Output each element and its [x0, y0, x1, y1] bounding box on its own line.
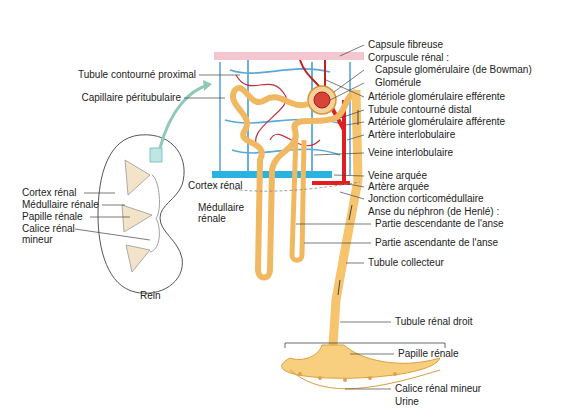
label: Veine interlobulaire — [368, 147, 453, 158]
zoom-marker — [150, 148, 162, 162]
label: Anse du néphron (de Henlé) : — [368, 206, 499, 217]
kidney-outline — [98, 135, 184, 293]
region-label: Médullaire rénale — [198, 202, 248, 224]
nephron-tubule — [233, 88, 356, 278]
label: Papille rénale — [398, 348, 459, 359]
leader-lines — [75, 45, 394, 389]
label: Corpuscule rénal : — [368, 52, 449, 63]
fibrous-capsule — [214, 52, 364, 60]
label: Artériole glomérulaire afférente — [368, 116, 505, 127]
label: Capsule fibreuse — [368, 39, 443, 50]
label: Capillaire péritubulaire — [82, 92, 182, 103]
label: Calice rénal mineur — [395, 383, 481, 394]
label: Tubule rénal droit — [395, 316, 472, 327]
label: Papille rénale — [22, 211, 83, 222]
label: Tubule collecteur — [368, 257, 444, 268]
label: Veine arquée — [368, 170, 427, 181]
label: Jonction corticomédullaire — [368, 193, 484, 204]
label: Cortex rénal — [22, 187, 76, 198]
label: Tubule contourné proximal — [78, 69, 196, 80]
label: Capsule glomérulaire (de Bowman) — [375, 64, 532, 75]
label: Médullaire rénale — [22, 199, 99, 210]
label: Tubule contourné distal — [368, 104, 472, 115]
kidney-calyx — [150, 175, 159, 252]
henle-loop — [292, 135, 304, 260]
kidney-pyramids — [122, 160, 152, 272]
label: Glomérule — [375, 77, 421, 88]
glomerulus — [314, 92, 330, 108]
label: Calice rénal mineur — [22, 223, 78, 245]
organ-label: Rein — [140, 290, 161, 301]
collecting-duct — [333, 90, 358, 345]
label: Artériole glomérulaire efférente — [368, 91, 505, 102]
zoom-arrowhead — [203, 80, 212, 91]
label: Partie ascendante de l'anse — [375, 237, 498, 248]
label: Urine — [395, 396, 419, 407]
bracket — [285, 343, 445, 348]
label: Partie descendante de l'anse — [375, 218, 504, 229]
bowman-capsule — [308, 86, 336, 114]
region-label: Cortex rénal — [188, 180, 242, 191]
label: Artère arquée — [368, 181, 429, 192]
label: Artère interlobulaire — [368, 129, 455, 140]
